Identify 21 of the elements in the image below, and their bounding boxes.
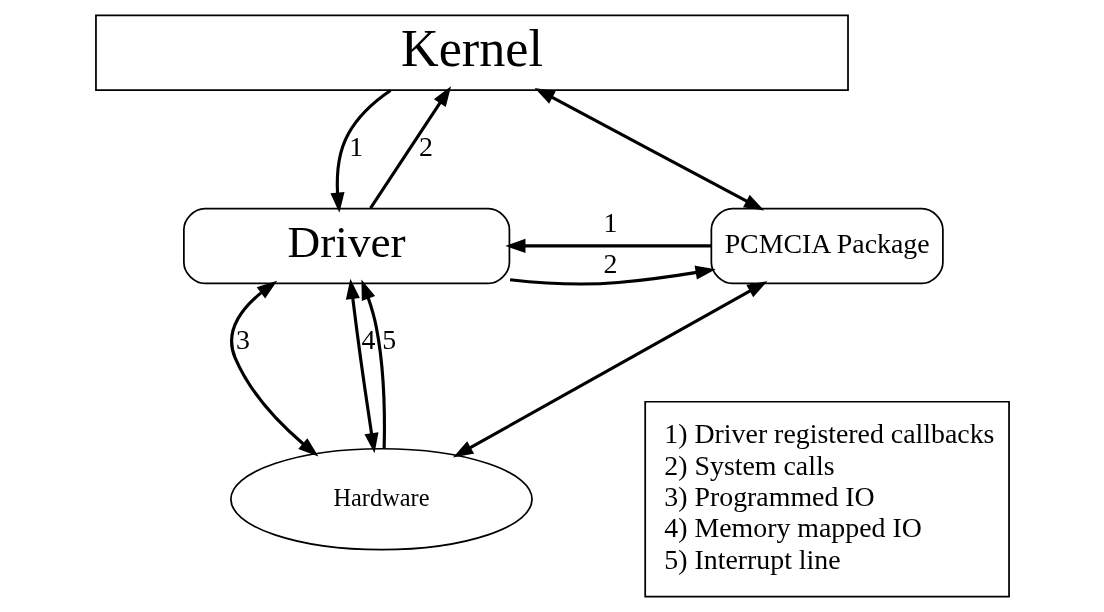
arrow (504, 238, 711, 254)
edge-label: 4 (360, 324, 375, 356)
edge-label: 3 (235, 324, 250, 356)
node-box: Kernel (94, 14, 849, 91)
node-box: 1) Driver registered callbacks 2) System calls 3) Programmed IO 4) Memory mapped IO 5) Interrupt line (643, 400, 1010, 598)
edge-label: 1 (602, 206, 617, 238)
node-ellipse: Hardware (229, 447, 533, 551)
arrow (329, 89, 391, 213)
arrow (534, 87, 764, 211)
arrow (360, 279, 386, 449)
edge-label: 2 (418, 130, 433, 162)
node-box: Driver (182, 207, 510, 285)
node-box: PCMCIA Package (710, 207, 944, 285)
edge-label: 1 (348, 130, 363, 162)
arrow (368, 86, 451, 209)
arrow (509, 265, 716, 286)
arrow (452, 281, 767, 458)
edge-label: 2 (602, 248, 617, 280)
arrow (345, 278, 378, 454)
arrow (229, 280, 318, 457)
edge-label: 5 (381, 324, 396, 356)
